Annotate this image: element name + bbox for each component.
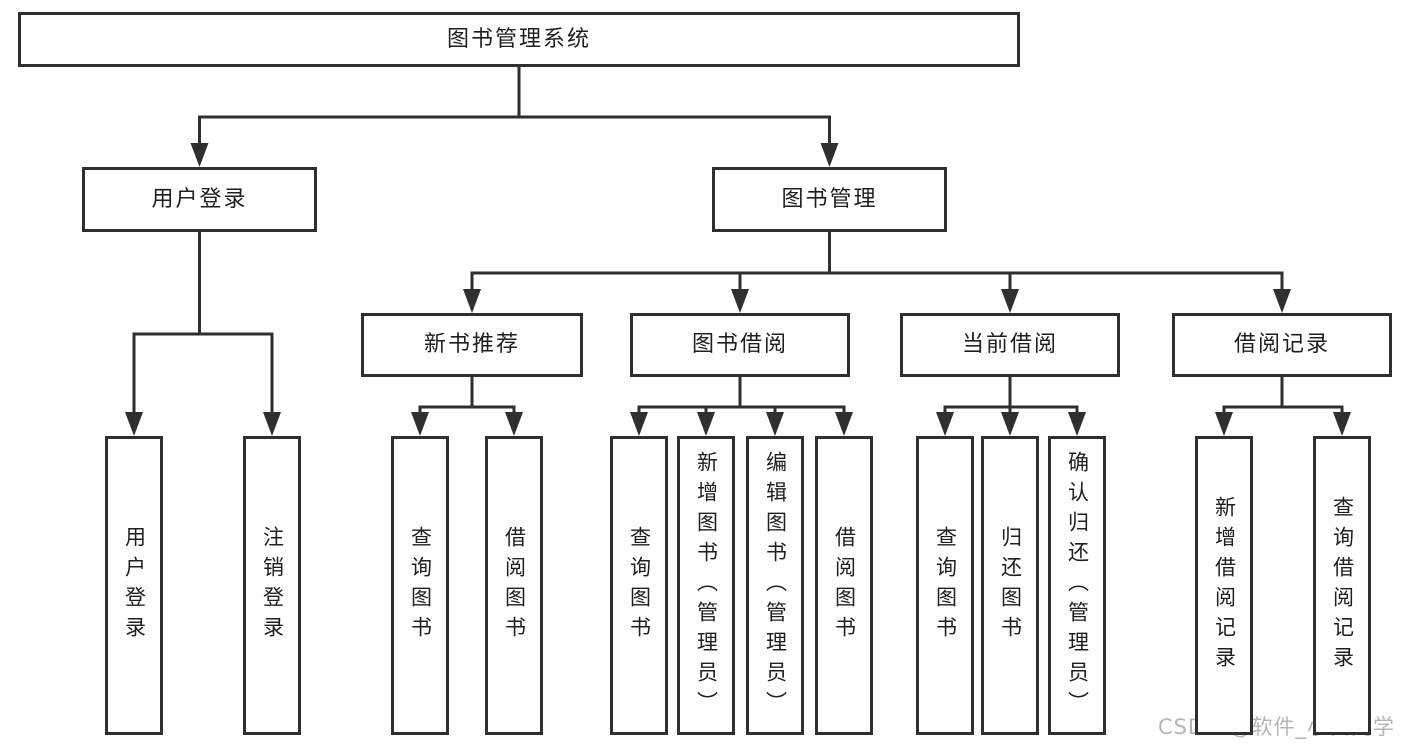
arrowhead-icon — [263, 412, 281, 436]
node-label: 新书推荐 — [423, 332, 520, 358]
node-label: 图书管理系统 — [446, 26, 591, 52]
node-current-borrow: 当前借阅 — [900, 313, 1120, 377]
arrowhead-icon — [766, 412, 784, 436]
arrowhead-icon — [731, 289, 749, 313]
node-label: 查询图书 — [933, 525, 958, 646]
node-logout: 注销登录 — [243, 436, 301, 735]
node-label: 新增借阅记录 — [1212, 495, 1237, 676]
node-label: 新增图书（管理员） — [694, 450, 719, 721]
node-query-books-recommend: 查询图书 — [391, 436, 449, 735]
node-user-login-module: 用户登录 — [82, 167, 317, 232]
node-add-books-admin: 新增图书（管理员） — [677, 436, 735, 735]
arrowhead-icon — [505, 412, 523, 436]
node-label: 注销登录 — [260, 525, 285, 646]
arrowhead-icon — [1001, 412, 1019, 436]
arrowhead-icon — [411, 412, 429, 436]
node-new-book-recommend: 新书推荐 — [361, 313, 583, 377]
arrowhead-icon — [1001, 289, 1019, 313]
node-book-borrow: 图书借阅 — [630, 313, 850, 377]
node-label: 确认归还（管理员） — [1065, 450, 1090, 721]
arrowhead-icon — [1273, 289, 1291, 313]
node-add-borrow-record: 新增借阅记录 — [1195, 436, 1253, 735]
node-label: 查询借阅记录 — [1330, 495, 1355, 676]
arrowhead-icon — [1068, 412, 1086, 436]
node-borrow-books: 借阅图书 — [815, 436, 873, 735]
arrowhead-icon — [1333, 412, 1351, 436]
node-user-login: 用户登录 — [105, 436, 163, 735]
node-query-books-current: 查询图书 — [916, 436, 974, 735]
node-label: 图书管理 — [781, 186, 878, 212]
node-label: 借阅图书 — [832, 525, 857, 646]
node-borrow-books-recommend: 借阅图书 — [485, 436, 543, 735]
arrowhead-icon — [125, 412, 143, 436]
arrowhead-icon — [630, 412, 648, 436]
node-label: 查询图书 — [408, 525, 433, 646]
node-query-borrow-record: 查询借阅记录 — [1313, 436, 1371, 735]
arrowhead-icon — [463, 289, 481, 313]
node-root: 图书管理系统 — [18, 12, 1020, 67]
node-label: 借阅图书 — [502, 525, 527, 646]
node-label: 查询图书 — [627, 525, 652, 646]
node-label: 当前借阅 — [961, 332, 1058, 358]
node-book-management: 图书管理 — [712, 167, 947, 232]
node-query-books-borrow: 查询图书 — [610, 436, 668, 735]
node-borrow-records: 借阅记录 — [1172, 313, 1392, 377]
node-label: 借阅记录 — [1233, 332, 1330, 358]
arrowhead-icon — [697, 412, 715, 436]
node-label: 编辑图书（管理员） — [763, 450, 788, 721]
node-edit-books-admin: 编辑图书（管理员） — [746, 436, 804, 735]
arrowhead-icon — [936, 412, 954, 436]
arrowhead-icon — [820, 143, 839, 167]
node-label: 用户登录 — [122, 525, 147, 646]
node-label: 图书借阅 — [691, 332, 788, 358]
arrowhead-icon — [835, 412, 853, 436]
arrowhead-icon — [1215, 412, 1233, 436]
node-label: 用户登录 — [151, 186, 248, 212]
node-label: 归还图书 — [998, 525, 1023, 646]
node-confirm-return-admin: 确认归还（管理员） — [1048, 436, 1106, 735]
arrowhead-icon — [190, 143, 209, 167]
node-return-books: 归还图书 — [981, 436, 1039, 735]
